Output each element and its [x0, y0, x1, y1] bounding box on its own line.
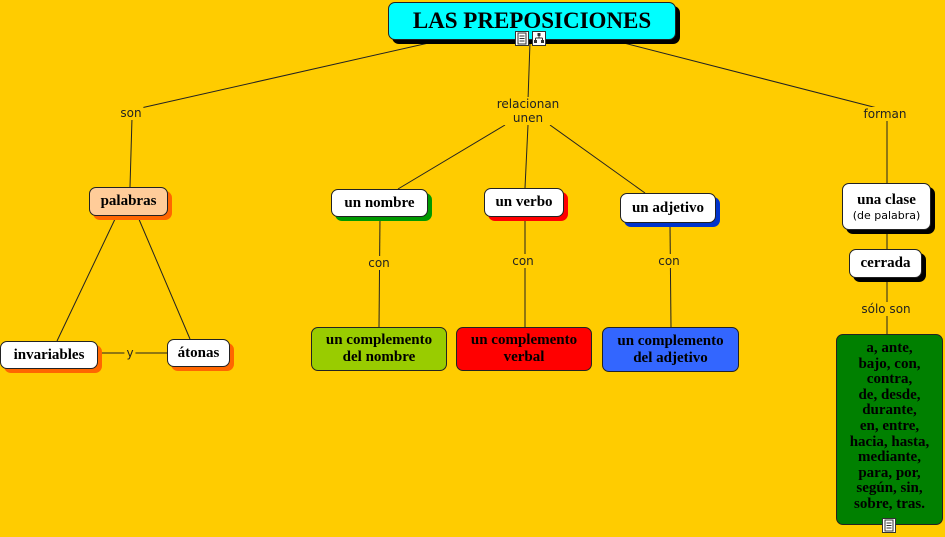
link-con-nombre: con [366, 256, 392, 270]
prep-list-item: en, entre, [859, 417, 920, 434]
prep-list-item: bajo, con, [858, 355, 921, 372]
prep-list-item: según, sin, [856, 480, 923, 497]
link-con-verbo: con [510, 254, 536, 268]
node-complemento-nombre[interactable]: un complemento del nombre [311, 327, 447, 371]
prep-list-item: sobre, tras. [854, 495, 925, 512]
node-un-verbo-label: un verbo [495, 194, 553, 210]
prep-list-item: mediante, [858, 449, 921, 466]
prep-list-item: durante, [862, 402, 917, 419]
prep-list-item: hacia, hasta, [849, 433, 930, 450]
page-title: LAS PREPOSICIONES [412, 8, 652, 33]
node-atonas-label: átonas [177, 344, 220, 361]
node-complemento-verbal[interactable]: un complemento verbal [456, 327, 592, 371]
node-invariables-label: invariables [13, 346, 85, 363]
prep-list-item: a, ante, [866, 340, 913, 356]
link-con-adjetivo: con [656, 254, 682, 268]
link-forman: forman [861, 107, 909, 121]
node-complemento-nombre-line1: un complemento [325, 332, 433, 348]
link-solo-son: sólo son [859, 302, 913, 316]
link-son: son [118, 106, 144, 120]
link-relacionan-line2: unen [512, 111, 544, 125]
link-relacionan-line1: relacionan [496, 97, 560, 111]
link-relacionan: relacionan unen [494, 97, 562, 125]
node-una-clase-label: una clase [857, 191, 916, 208]
node-palabras[interactable]: palabras [89, 187, 168, 216]
node-complemento-verbal-line1: un complemento [470, 332, 578, 348]
node-un-adjetivo[interactable]: un adjetivo [620, 193, 716, 223]
node-un-verbo[interactable]: un verbo [484, 188, 564, 217]
document-icon[interactable] [515, 31, 529, 46]
node-complemento-adjetivo-line1: un complemento [617, 332, 724, 349]
node-cerrada[interactable]: cerrada [849, 249, 922, 278]
node-complemento-adjetivo-line2: del adjetivo [633, 349, 708, 366]
prep-list-item: contra, [866, 371, 913, 388]
node-invariables[interactable]: invariables [0, 341, 98, 369]
node-complemento-verbal-line2: verbal [503, 349, 545, 365]
document-icon[interactable] [882, 518, 896, 533]
node-prep-list[interactable]: a, ante, bajo, con, contra, de, desde, d… [836, 334, 943, 525]
node-un-nombre-label: un nombre [344, 194, 415, 211]
node-complemento-adjetivo[interactable]: un complemento del adjetivo [602, 327, 739, 372]
hierarchy-icon[interactable] [532, 31, 546, 46]
node-una-clase-sublabel: (de palabra) [852, 208, 921, 222]
node-complemento-nombre-line2: del nombre [342, 349, 416, 365]
node-atonas[interactable]: átonas [167, 339, 230, 367]
link-y: y [124, 346, 136, 360]
node-una-clase[interactable]: una clase (de palabra) [842, 183, 931, 230]
node-palabras-label: palabras [100, 193, 157, 209]
node-un-nombre[interactable]: un nombre [331, 189, 428, 217]
node-un-adjetivo-label: un adjetivo [631, 199, 705, 216]
prep-list-item: para, por, [858, 464, 921, 481]
prep-list-item: de, desde, [858, 386, 921, 403]
title-node[interactable]: LAS PREPOSICIONES [388, 2, 676, 40]
node-cerrada-label: cerrada [860, 255, 911, 271]
